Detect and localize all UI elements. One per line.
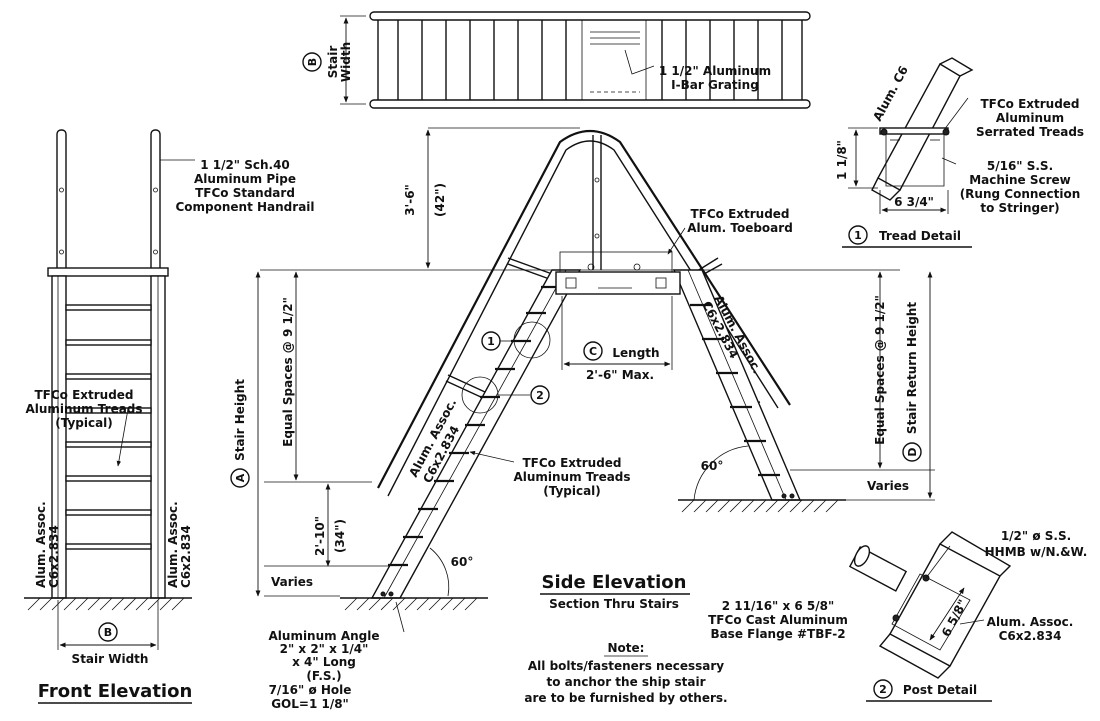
post-detail-title: Post Detail: [903, 683, 977, 697]
tread-dim-height: 1 1/8": [835, 140, 849, 180]
tread-screw-label-4: to Stringer): [980, 201, 1059, 215]
post-channel-label-2: C6x2.834: [999, 629, 1062, 643]
post-detail-number: 2: [879, 683, 887, 696]
tread-screw-label-1: 5/16" S.S.: [987, 159, 1053, 173]
return-height-tag: D: [906, 447, 919, 456]
handrail-label-3: TFCo Standard: [195, 186, 295, 200]
stair-height-label: Stair Height: [233, 379, 247, 461]
note-line-1: All bolts/fasteners necessary: [528, 659, 724, 673]
post-bolt-label-2: HHMB w/N.&W.: [985, 545, 1088, 559]
grating-label-1: 1 1/2" Aluminum: [659, 64, 771, 78]
width-tag: B: [104, 626, 112, 639]
front-stringer-right-1: Alum. Assoc.: [166, 501, 180, 588]
tread-dim-width: 6 3/4": [894, 195, 934, 209]
flange-label-1: 2 11/16" x 6 5/8": [722, 599, 835, 613]
tread-channel-label: Alum. C6: [870, 64, 911, 124]
varies-left: Varies: [271, 575, 313, 589]
equal-spaces-left: Equal Spaces @ 9 1/2": [281, 297, 295, 447]
front-stringer-left-2: C6x2.834: [47, 525, 61, 588]
side-elevation-title: Side Elevation: [541, 572, 686, 593]
tread-treads-label-3: Serrated Treads: [976, 125, 1084, 139]
post-detail: 1/2" ø S.S. HHMB w/N.&W. 6 5/8" Alum. As…: [848, 529, 1088, 702]
tread-screw-label-2: Machine Screw: [969, 173, 1071, 187]
front-treads-label-3: (Typical): [55, 416, 113, 430]
note-title: Note:: [608, 641, 645, 655]
handrail-label-4: Component Handrail: [175, 200, 314, 214]
angle-label-6: GOL=1 1/8": [271, 697, 349, 711]
dim-3-6: 3'-6": [403, 184, 417, 216]
front-elevation-title: Front Elevation: [38, 681, 193, 702]
stair-height-tag: A: [234, 473, 247, 482]
front-stringers: [51, 275, 166, 599]
side-treads-label-3: (Typical): [543, 484, 601, 498]
front-stringer-left-1: Alum. Assoc.: [34, 501, 48, 588]
handrail-label-1: 1 1/2" Sch.40: [200, 158, 290, 172]
angle-label-2: 2" x 2" x 1/4": [280, 642, 369, 656]
tread-detail-number: 1: [854, 229, 862, 242]
dim-34: (34"): [333, 519, 347, 553]
note-line-3: are to be furnished by others.: [524, 691, 727, 705]
top-width-tag: B: [306, 58, 319, 66]
varies-right: Varies: [867, 479, 909, 493]
flange-label-2: TFCo Cast Aluminum: [708, 613, 848, 627]
side-treads-label-2: Aluminum Treads: [513, 470, 630, 484]
length-max: 2'-6" Max.: [586, 368, 654, 382]
note-line-2: to anchor the ship stair: [547, 675, 706, 689]
detail-ref-1: 1: [487, 335, 495, 348]
grating-label-2: I-Bar Grating: [671, 78, 759, 92]
angle-label-4: (F.S.): [306, 669, 341, 683]
dim-42: (42"): [433, 183, 447, 217]
dim-2-10: 2'-10": [313, 516, 327, 556]
front-elevation: B Stair Width 1 1/2" Sch.40 Aluminum Pip…: [24, 129, 315, 704]
angle-label-5: 7/16" ø Hole: [269, 683, 352, 697]
post-bolt-label-1: 1/2" ø S.S.: [1001, 529, 1071, 543]
flange-label-3: Base Flange #TBF-2: [710, 627, 845, 641]
angle-label-3: x 4" Long: [292, 655, 356, 669]
top-view: B Stair Width 1 1/2" Aluminum I-Bar Grat…: [302, 11, 811, 109]
handrail-label-2: Aluminum Pipe: [194, 172, 296, 186]
front-handrail: [47, 129, 169, 279]
top-width-label-1: Stair: [326, 46, 340, 79]
side-treads-label-1: TFCo Extruded: [522, 456, 621, 470]
side-elevation-subtitle: Section Thru Stairs: [549, 597, 679, 611]
front-treads: [65, 304, 152, 550]
angle-right: 60°: [701, 459, 724, 473]
tread-detail: Alum. C6 TFCo Extruded Aluminum Serrated…: [835, 57, 1084, 248]
length-tag: C: [589, 345, 597, 358]
tread-screw-label-3: (Rung Connection: [960, 187, 1081, 201]
side-elevation: 3'-6" (42") TFCo Extruded Alum. Toeboard…: [230, 127, 935, 711]
front-stringer-right-2: C6x2.834: [179, 525, 193, 588]
handrail-callout: 1 1/2" Sch.40 Aluminum Pipe TFCo Standar…: [160, 158, 315, 214]
width-tag-circle: [98, 622, 118, 642]
tread-treads-label-1: TFCo Extruded: [980, 97, 1079, 111]
post-channel-label-1: Alum. Assoc.: [987, 615, 1074, 629]
tread-treads-label-2: Aluminum: [996, 111, 1064, 125]
return-height-label: Stair Return Height: [905, 302, 919, 434]
equal-spaces-right: Equal Spaces @ 9 1/2": [873, 295, 887, 445]
top-width-label-2: Width: [339, 42, 353, 82]
tread-detail-title: Tread Detail: [879, 229, 961, 243]
front-treads-label-2: Aluminum Treads: [25, 402, 142, 416]
toeboard-label-1: TFCo Extruded: [690, 207, 789, 221]
front-treads-callout: TFCo Extruded Aluminum Treads (Typical): [25, 388, 143, 467]
stair-width-label: Stair Width: [72, 652, 149, 666]
angle-left: 60°: [451, 555, 474, 569]
front-treads-label-1: TFCo Extruded: [34, 388, 133, 402]
detail-ref-2: 2: [536, 389, 544, 402]
toeboard-label-2: Alum. Toeboard: [687, 221, 793, 235]
angle-label-1: Aluminum Angle: [269, 629, 380, 643]
front-width-dimension: B Stair Width: [57, 600, 159, 666]
front-ground: [24, 597, 192, 611]
length-label: Length: [612, 346, 659, 360]
